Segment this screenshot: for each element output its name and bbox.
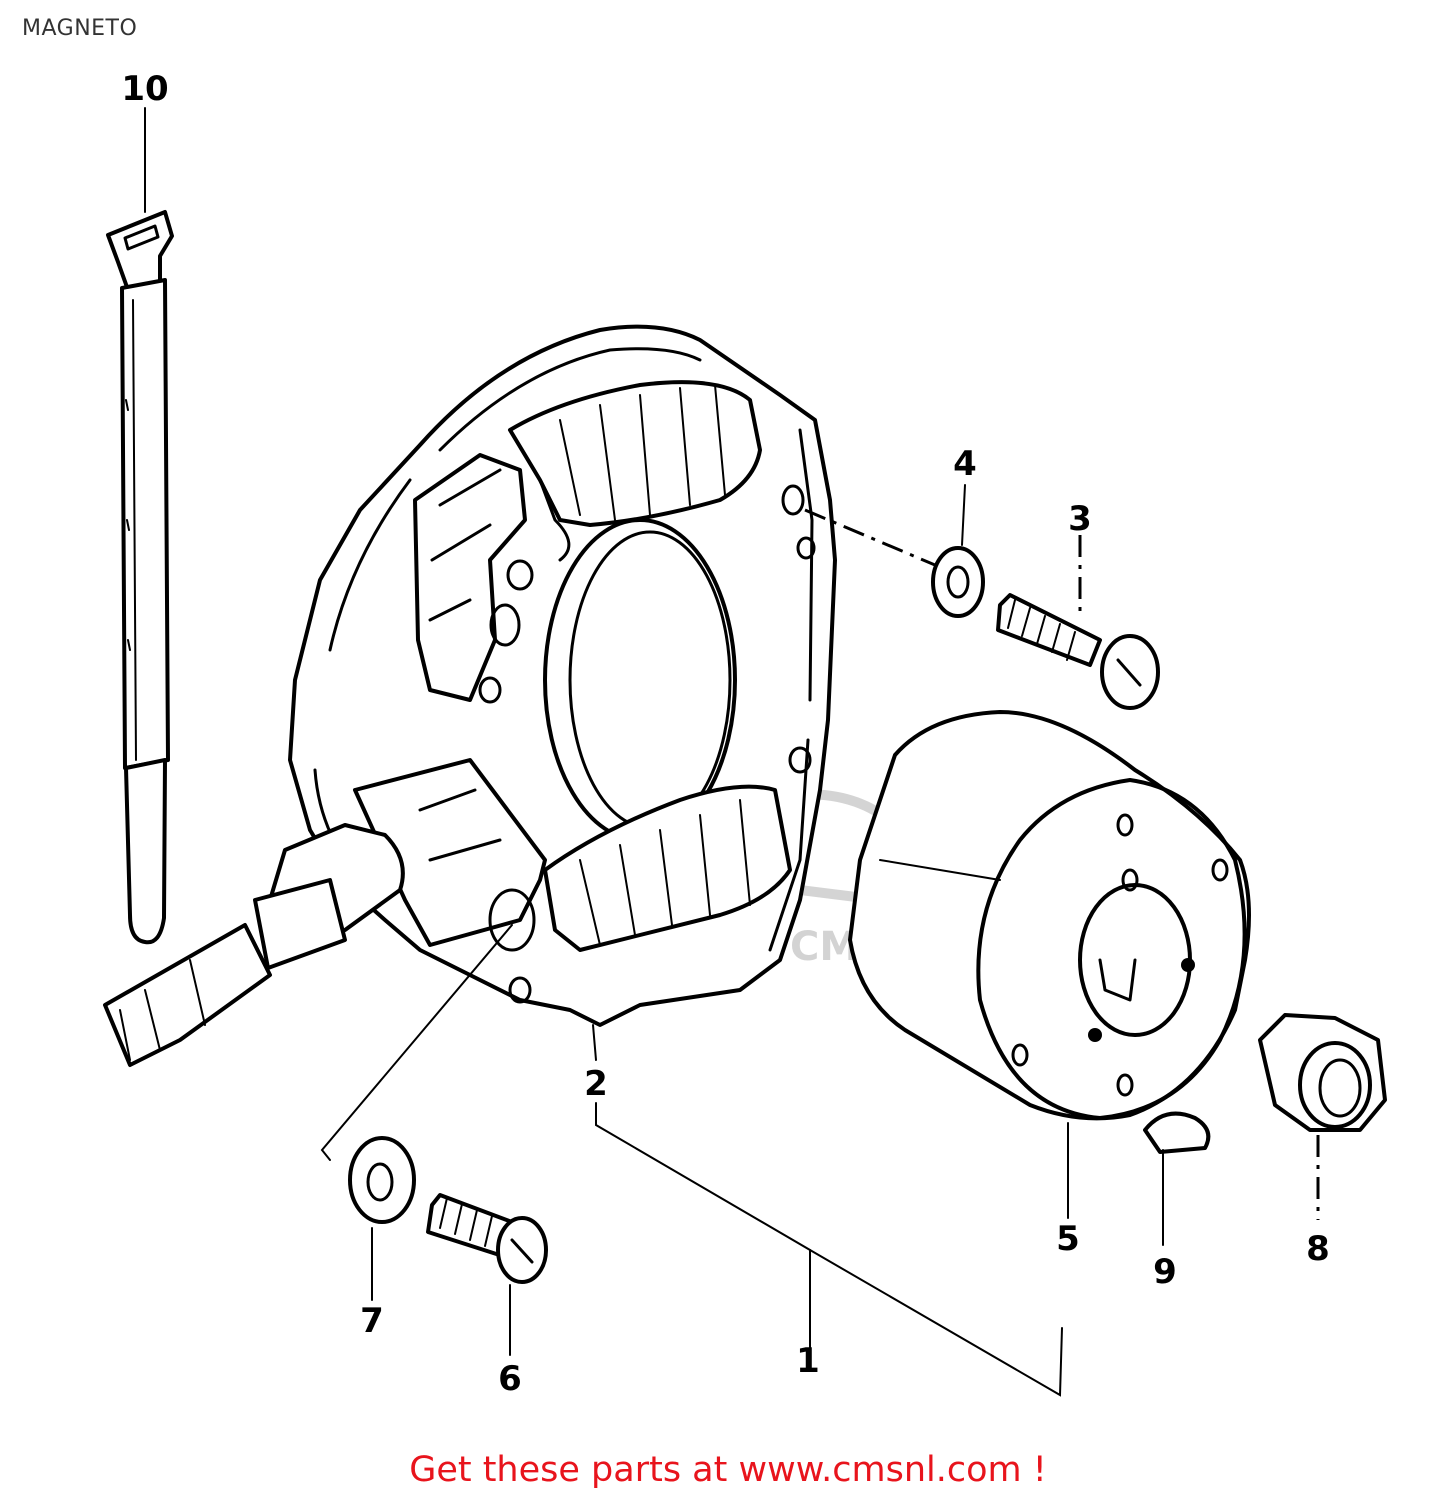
callout-5: 5	[1056, 1219, 1080, 1259]
part-1-stator-assembly	[288, 324, 837, 1027]
page-title: MAGNETO	[22, 16, 138, 41]
callout-10: 10	[121, 69, 168, 109]
callout-9: 9	[1153, 1252, 1177, 1292]
callout-7: 7	[360, 1301, 384, 1341]
callout-8: 8	[1306, 1229, 1330, 1269]
part-7-washer	[348, 1136, 416, 1224]
part-6-screw	[426, 1193, 548, 1284]
part-5-rotor	[848, 710, 1251, 1121]
leader-lines	[144, 107, 1320, 1397]
callout-3: 3	[1068, 499, 1092, 539]
callout-6: 6	[498, 1359, 522, 1399]
callout-4: 4	[953, 444, 977, 484]
part-9-woodruff-key	[1143, 1111, 1211, 1154]
part-8-nut	[1258, 1013, 1387, 1132]
rotor-rivet	[1088, 1028, 1102, 1042]
part-4-washer	[931, 546, 985, 618]
part-3-screw	[996, 593, 1160, 710]
callout-2: 2	[584, 1064, 608, 1104]
part-10-strap	[106, 210, 174, 945]
wire-harness	[103, 823, 405, 1067]
callout-1: 1	[796, 1341, 820, 1381]
rotor-rivet	[1181, 958, 1195, 972]
footer-link-text[interactable]: Get these parts at www.cmsnl.com !	[409, 1450, 1047, 1490]
